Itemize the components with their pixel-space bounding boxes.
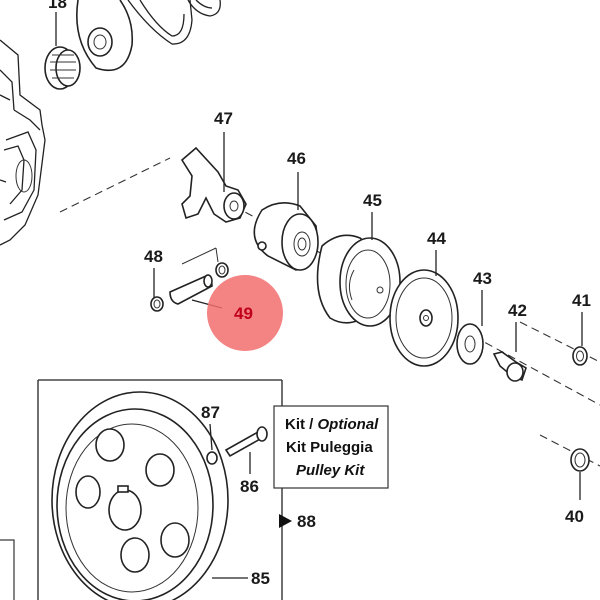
part-47-fork: [180, 132, 247, 223]
callout-42: 42: [508, 301, 527, 320]
kit-label-line1-b: Optional: [318, 416, 380, 433]
callout-40: 40: [565, 507, 584, 526]
part-87-washer: [206, 423, 218, 465]
kit-label-box: [273, 405, 389, 489]
part-43-washer: [456, 290, 484, 365]
part-85-pulley: [51, 391, 248, 600]
part-18-bearing: [44, 0, 221, 90]
callout-48: 48: [144, 247, 163, 266]
callout-43: 43: [473, 269, 492, 288]
part-48-49-pin-set: [150, 247, 229, 312]
callout-47: 47: [214, 109, 233, 128]
part-45-hub: [316, 212, 401, 327]
callout-85: 85: [251, 569, 270, 588]
kit-label-line1: Kit / Optional: [285, 416, 379, 433]
part-46-eccentric: [253, 172, 319, 271]
callout-44: 44: [427, 229, 446, 248]
callout-45: 45: [363, 191, 382, 210]
callout-87: 87: [201, 403, 220, 422]
side-panel-frame: [0, 539, 15, 600]
highlight-circle-49: [207, 275, 283, 351]
part-44-diaphragm: [389, 250, 459, 367]
callout-18: 18: [48, 0, 67, 12]
callout-86: 86: [240, 477, 259, 496]
kit-label-line3: Pulley Kit: [296, 462, 365, 479]
callout-41: 41: [572, 291, 591, 310]
part-42-screw: [492, 322, 527, 382]
part-40-oring: [570, 448, 590, 500]
pulley-kit-section: [37, 379, 283, 600]
callout-88: 88: [297, 512, 316, 531]
part-41-oring: [572, 312, 588, 366]
callout-46: 46: [287, 149, 306, 168]
pump-housing: [0, 39, 46, 246]
kit-label-line1-a: Kit /: [285, 416, 318, 433]
callout-49: 49: [234, 304, 253, 323]
part-86-bolt: [224, 426, 268, 474]
arrow-88-icon: [279, 514, 292, 528]
kit-label-line2: Kit Puleggia: [286, 439, 373, 456]
